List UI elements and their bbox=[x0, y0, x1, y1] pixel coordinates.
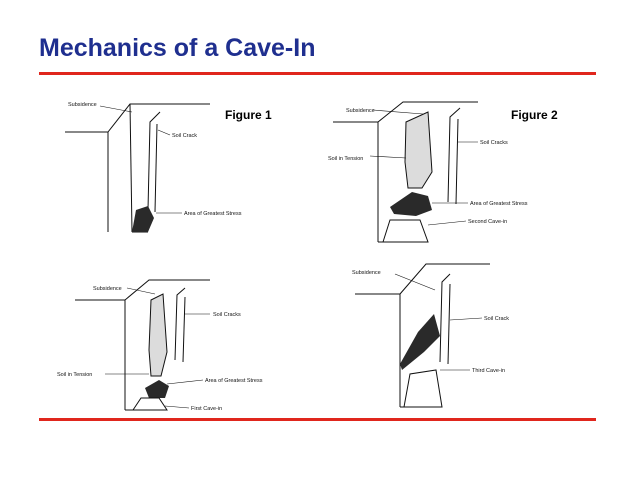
label-pointer bbox=[164, 405, 190, 409]
label-pointer bbox=[157, 129, 171, 136]
figure-2-label: Figure 2 bbox=[511, 108, 558, 122]
diagram-top-right: Subsidence Soil Cracks Soil in Tension A… bbox=[328, 101, 528, 243]
soil-crack-line bbox=[439, 273, 451, 363]
soil-in-tension-area bbox=[148, 293, 168, 377]
greatest-stress-area bbox=[132, 206, 154, 232]
greatest-stress-area bbox=[145, 380, 169, 398]
trench-wall bbox=[129, 103, 133, 233]
subsidence-surface bbox=[399, 263, 490, 295]
label-subsidence: Subsidence bbox=[93, 286, 122, 292]
soil-crack-line bbox=[154, 123, 158, 213]
first-cave-in-block bbox=[132, 397, 168, 411]
label-pointer bbox=[126, 287, 156, 295]
greatest-stress-area bbox=[390, 192, 432, 216]
diagram-top-left: Subsidence Soil Crack Area of Greatest S… bbox=[65, 102, 242, 233]
label-pointer bbox=[99, 105, 133, 113]
label-subsidence: Subsidence bbox=[346, 108, 375, 114]
soil-crack-line bbox=[174, 287, 186, 361]
diagram-bottom-left: Subsidence Soil Cracks Soil in Tension A… bbox=[57, 279, 263, 412]
subsidence-surface bbox=[377, 101, 478, 123]
label-soil-crack: Soil Crack bbox=[172, 133, 197, 139]
label-pointer bbox=[427, 220, 467, 226]
label-greatest-stress: Area of Greatest Stress bbox=[470, 201, 528, 207]
subsidence-surface bbox=[124, 279, 210, 301]
greatest-stress-area bbox=[400, 314, 440, 370]
label-pointer bbox=[394, 273, 436, 291]
subsidence-surface bbox=[107, 103, 210, 133]
soil-in-tension-area bbox=[404, 111, 433, 189]
label-soil-crack: Soil Crack bbox=[484, 316, 509, 322]
label-second-cave-in: Second Cave-in bbox=[468, 219, 507, 225]
label-soil-cracks: Soil Cracks bbox=[480, 140, 508, 146]
third-cave-in-block bbox=[403, 369, 443, 408]
label-first-cave-in: First Cave-in bbox=[191, 406, 222, 412]
label-third-cave-in: Third Cave-in bbox=[472, 368, 505, 374]
soil-crack-line bbox=[147, 111, 161, 211]
label-pointer bbox=[372, 109, 424, 115]
slide-title: Mechanics of a Cave-In bbox=[39, 34, 316, 62]
label-greatest-stress: Area of Greatest Stress bbox=[184, 211, 242, 217]
label-subsidence: Subsidence bbox=[68, 102, 97, 108]
label-soil-cracks: Soil Cracks bbox=[213, 312, 241, 318]
soil-crack-line bbox=[447, 107, 461, 203]
label-pointer bbox=[449, 317, 483, 321]
second-cave-in-block bbox=[382, 219, 429, 243]
label-pointer bbox=[166, 379, 204, 385]
label-soil-in-tension: Soil in Tension bbox=[328, 156, 363, 162]
soil-crack-line bbox=[447, 283, 451, 365]
figure-1-label: Figure 1 bbox=[225, 108, 272, 122]
diagram-bottom-right: Subsidence Soil Crack Third Cave-in bbox=[352, 263, 509, 408]
label-soil-in-tension: Soil in Tension bbox=[57, 372, 92, 378]
soil-crack-line bbox=[455, 118, 459, 205]
label-greatest-stress: Area of Greatest Stress bbox=[205, 378, 263, 384]
label-pointer bbox=[369, 155, 407, 159]
soil-crack-line bbox=[182, 296, 186, 363]
label-subsidence: Subsidence bbox=[352, 270, 381, 276]
title-rule bbox=[39, 72, 596, 75]
footer-rule bbox=[39, 418, 596, 421]
